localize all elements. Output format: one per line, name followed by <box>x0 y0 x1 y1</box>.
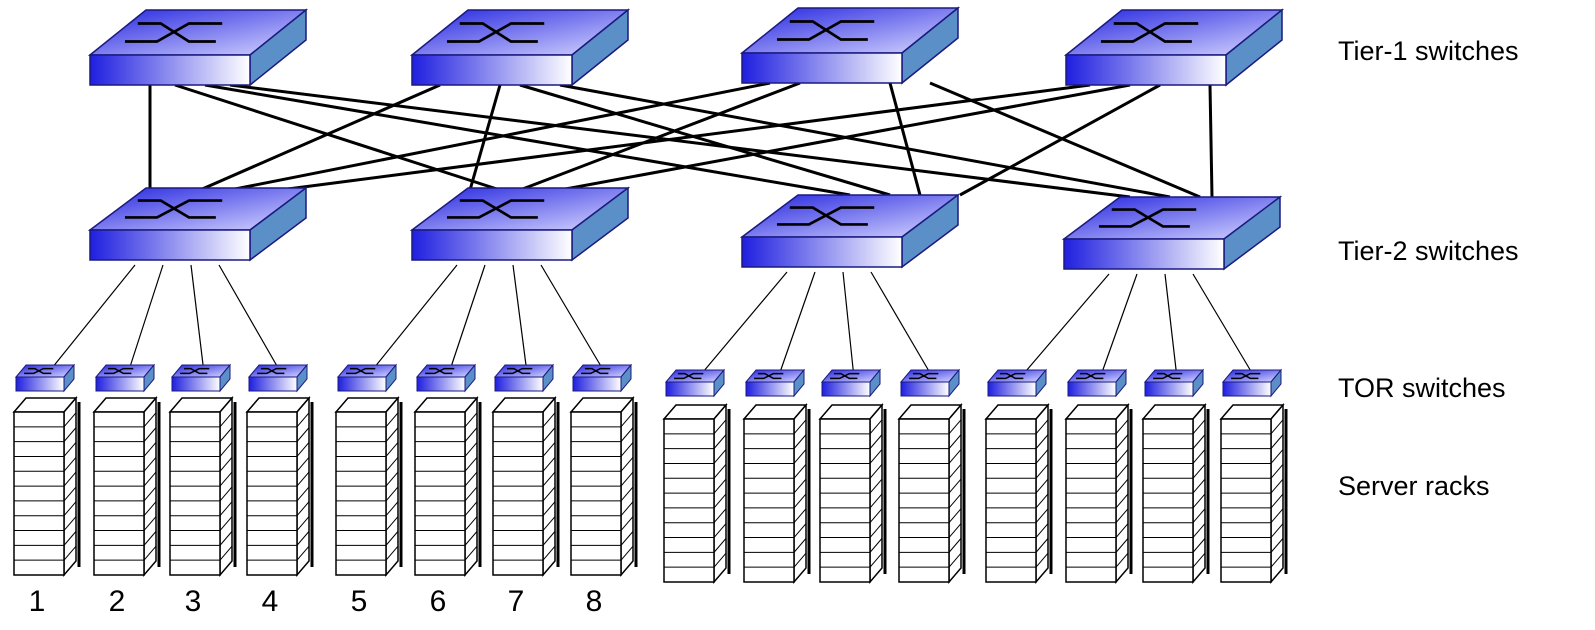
right-rack-4 <box>897 402 966 585</box>
left-uplink-4 <box>218 264 282 374</box>
left-rack-3 <box>168 395 237 578</box>
tier1-tier2-link-10 <box>519 81 801 192</box>
tier1-tier2-link-2 <box>174 83 501 192</box>
right-uplink-8 <box>1192 273 1256 379</box>
tier1-tier2-link-11 <box>888 82 922 196</box>
right-uplink-6 <box>1099 273 1138 379</box>
right-tor-switch-6 <box>1066 368 1128 398</box>
left-tor-switch-6 <box>415 363 477 393</box>
left-rack-8 <box>569 395 638 578</box>
left-uplink-5 <box>369 264 458 374</box>
network-links <box>47 81 1256 379</box>
left-uplink-6 <box>448 264 486 374</box>
server-racks-label: Server racks <box>1338 471 1490 501</box>
left-rack-1 <box>12 395 81 578</box>
left-uplink-8 <box>540 264 606 374</box>
right-tor-switch-8 <box>1221 368 1283 398</box>
right-uplink-7 <box>1164 273 1178 379</box>
tor-label: TOR switches <box>1338 373 1506 403</box>
left-uplink-3 <box>190 264 205 374</box>
left-rack-6 <box>413 395 482 578</box>
left-uplink-2 <box>127 264 164 374</box>
tier2-switch-2 <box>409 186 631 262</box>
right-rack-3 <box>818 402 887 585</box>
right-rack-1 <box>662 402 731 585</box>
rack-number-5: 5 <box>350 585 368 618</box>
tier1-tier2-link-15 <box>959 83 1161 197</box>
left-tor-switch-7 <box>493 363 555 393</box>
tier1-switch-4 <box>1063 8 1285 87</box>
left-uplink-1 <box>47 264 136 374</box>
rack-number-2: 2 <box>108 585 126 618</box>
tier1-tier2-link-4 <box>229 83 1131 199</box>
tier2-switch-4 <box>1061 195 1283 271</box>
rack-number-6: 6 <box>429 585 447 618</box>
tier1-tier2-link-5 <box>199 83 441 192</box>
tier2-label: Tier-2 switches <box>1338 236 1519 266</box>
tier1-tier2-link-14 <box>559 83 1131 192</box>
tier1-tier2-link-7 <box>519 83 891 197</box>
left-rack-7 <box>491 395 560 578</box>
left-uplink-7 <box>512 264 528 374</box>
rack-number-7: 7 <box>507 585 525 618</box>
left-tor-switch-8 <box>571 363 633 393</box>
left-tor-switch-2 <box>94 363 156 393</box>
left-tor-switch-1 <box>14 363 76 393</box>
right-uplink-1 <box>697 271 788 379</box>
rack-number-1: 1 <box>28 585 46 618</box>
right-tor-switch-3 <box>820 368 882 398</box>
left-rack-5 <box>334 395 403 578</box>
right-tor-switch-5 <box>986 368 1048 398</box>
right-tor-switch-4 <box>899 368 961 398</box>
tier1-switch-1 <box>87 8 309 87</box>
right-uplink-5 <box>1019 273 1110 379</box>
rack-number-8: 8 <box>585 585 603 618</box>
rack-number-4: 4 <box>261 585 279 618</box>
tier1-switch-3 <box>739 6 961 85</box>
tier1-tier2-link-9 <box>229 81 771 192</box>
tier1-tier2-link-12 <box>929 81 1201 199</box>
left-rack-2 <box>92 395 161 578</box>
right-uplink-4 <box>870 271 934 379</box>
right-rack-7 <box>1141 402 1210 585</box>
right-rack-8 <box>1219 402 1288 585</box>
right-tor-switch-2 <box>744 368 806 398</box>
right-rack-5 <box>984 402 1053 585</box>
left-tor-switch-3 <box>170 363 232 393</box>
tier1-tier2-link-3 <box>204 83 851 197</box>
tier1-tier2-link-13 <box>279 83 1091 192</box>
right-tor-switch-1 <box>664 368 726 398</box>
tier1-tier2-link-16 <box>1208 84 1214 198</box>
right-rack-6 <box>1064 402 1133 585</box>
left-tor-switch-4 <box>247 363 309 393</box>
right-uplink-3 <box>842 271 855 379</box>
right-uplink-2 <box>777 271 816 379</box>
tier2-switch-1 <box>87 186 309 262</box>
switches <box>14 6 1285 398</box>
rack-number-3: 3 <box>184 585 202 618</box>
tier1-tier2-link-6 <box>468 84 502 191</box>
tier2-switch-3 <box>739 193 961 269</box>
tier1-label: Tier-1 switches <box>1338 36 1519 66</box>
server-racks <box>12 395 1288 585</box>
right-tor-switch-7 <box>1143 368 1205 398</box>
left-rack-4 <box>245 395 314 578</box>
tier1-switch-2 <box>409 8 631 87</box>
left-tor-switch-5 <box>336 363 398 393</box>
right-rack-2 <box>742 402 811 585</box>
